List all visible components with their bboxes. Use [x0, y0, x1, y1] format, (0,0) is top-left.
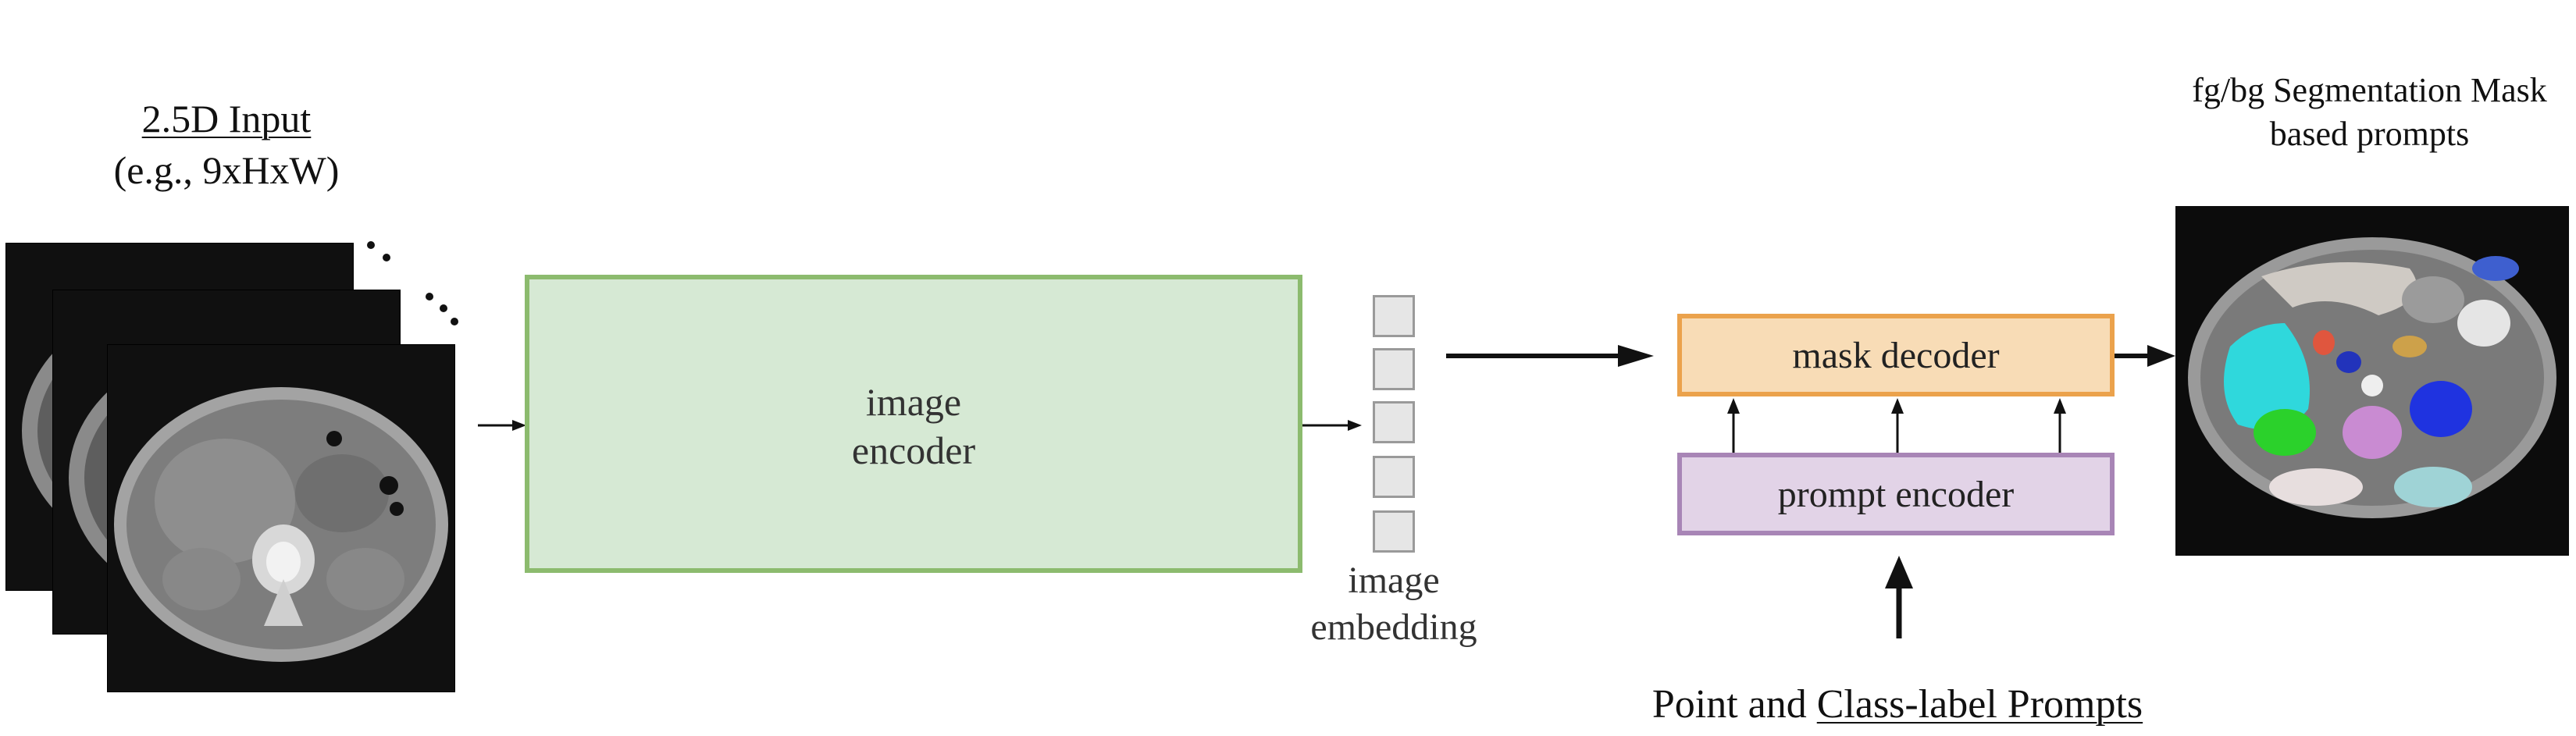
- arrow-embedding-to-decoder-icon: [1446, 345, 1654, 367]
- image-encoder-label: image encoder: [851, 380, 976, 472]
- arrows-prompt-to-decoder-icon: [1727, 398, 2066, 453]
- prompt-encoder-box: prompt encoder: [1677, 453, 2115, 535]
- prompts-label-prefix: Point and: [1651, 682, 1817, 727]
- image-embedding-label: image embedding: [1310, 560, 1477, 648]
- mask-decoder-label: mask decoder: [1792, 334, 2000, 376]
- arrow-prompts-to-encoder-icon: [1885, 556, 1913, 638]
- arrow-decoder-to-mask-icon: [2115, 345, 2175, 367]
- prompt-encoder-label: prompt encoder: [1777, 473, 2015, 515]
- prompts-label-underlined: Class-label Prompts: [1816, 682, 2143, 727]
- segmentation-mask-image: [2175, 206, 2569, 556]
- embedding-cell: [1373, 348, 1415, 390]
- mask-decoder-box: mask decoder: [1677, 314, 2115, 396]
- embedding-cell: [1373, 510, 1415, 553]
- ct-slice-front: [108, 345, 454, 692]
- output-title: fg/bg Segmentation Mask based prompts: [2192, 71, 2547, 153]
- arrow-encoder-to-embedding-icon: [1302, 420, 1362, 431]
- stack-ellipsis-icon: [367, 241, 458, 325]
- embedding-cell: [1373, 401, 1415, 443]
- embedding-cell: [1373, 295, 1415, 337]
- input-title-text: 2.5D Input: [141, 97, 312, 140]
- arrow-input-to-encoder-icon: [478, 420, 526, 431]
- input-title: 2.5D Input: [78, 95, 375, 142]
- prompts-label: Point and Class-label Prompts: [1554, 681, 2241, 729]
- embedding-cell: [1373, 456, 1415, 498]
- input-subtitle: (e.g., 9xHxW): [113, 148, 340, 192]
- image-encoder-box: image encoder: [525, 275, 1302, 573]
